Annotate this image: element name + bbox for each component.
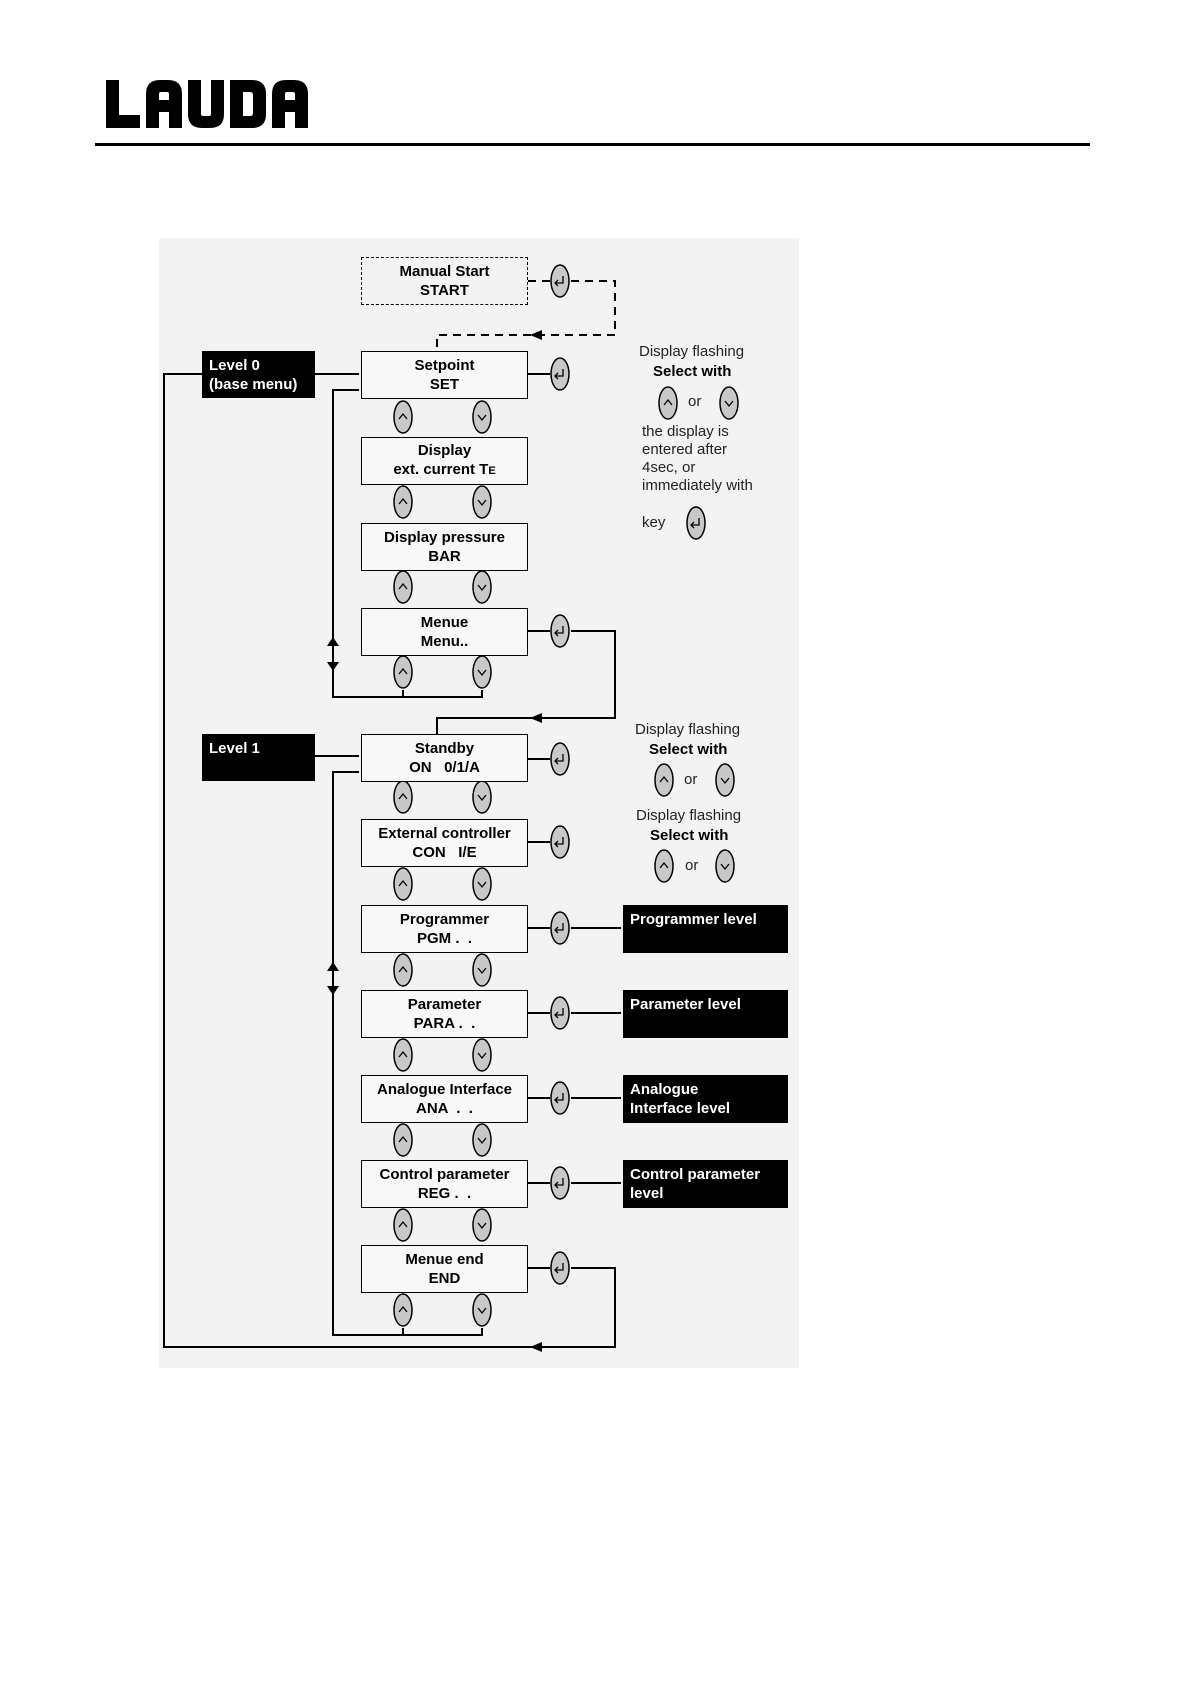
level0-label: Level 0 (base menu) (202, 351, 315, 398)
note0-entered3: 4sec, or (642, 459, 696, 476)
menu-box-line1: Menue end (405, 1251, 484, 1268)
menu-box-setpoint: Setpoint SET (361, 351, 528, 399)
note0-entered2: entered after (642, 441, 728, 458)
sublevel-analogue-interface: Analogue Interface level (623, 1075, 788, 1123)
note1a-flashing: Display flashing (635, 721, 741, 738)
note1b-or: or (685, 857, 699, 874)
menu-box-parameter: Parameter PARA . . (361, 990, 528, 1038)
note0-entered1: the display is (642, 423, 729, 440)
menu-box-analogue-interface: Analogue Interface ANA . . (361, 1075, 528, 1123)
menu-box-line2: BAR (428, 548, 461, 565)
sublevel-line1: Analogue (630, 1081, 699, 1098)
menu-box-line2: REG . . (417, 1185, 472, 1202)
note0-select: Select with (653, 363, 732, 380)
manual-start-line1: Manual Start (399, 263, 490, 280)
menu-box-line1: Display pressure (384, 529, 505, 546)
menu-box-line2: CON I/E (412, 844, 477, 861)
sublevel-line1: Parameter level (630, 996, 741, 1013)
level1-label: Level 1 (202, 734, 315, 781)
menu-box-control-parameter: Control parameter REG . . (361, 1160, 528, 1208)
menu-box-line1: Control parameter (379, 1166, 510, 1183)
sublevel-parameter: Parameter level (623, 990, 788, 1038)
note0-flashing: Display flashing (639, 343, 745, 360)
sublevel-line1: Control parameter (630, 1166, 761, 1183)
note0-or: or (688, 393, 702, 410)
menu-box-display-temp: Display ext. current TE (361, 437, 528, 485)
menu-box-line1: Analogue Interface (376, 1081, 513, 1098)
menu-box-line2-main: ext. current T (393, 461, 489, 478)
menu-box-line1: Setpoint (414, 357, 475, 374)
menu-box-line2: PARA . . (413, 1015, 476, 1032)
menu-box-line2: END (428, 1270, 461, 1287)
note0-entered4: immediately with (642, 477, 753, 494)
menu-box-external-controller: External controller CON I/E (361, 819, 528, 867)
lauda-logo (106, 80, 308, 128)
sublevel-control-parameter: Control parameter level (623, 1160, 788, 1208)
menu-box-line2: ext. current TE (393, 460, 495, 481)
level0-label-line2: (base menu) (209, 376, 298, 393)
menu-box-line2: ON 0/1/A (409, 759, 480, 776)
level0-label-line1: Level 0 (209, 357, 260, 374)
note1a-or: or (684, 771, 698, 788)
menu-box-line1: Parameter (407, 996, 482, 1013)
menu-box-line2-subscript: E (488, 465, 496, 477)
note1b-select: Select with (650, 827, 729, 844)
sublevel-programmer: Programmer level (623, 905, 788, 953)
header-rule (95, 143, 1090, 146)
sublevel-line2: Interface level (630, 1100, 731, 1117)
menu-box-line1: Display (417, 442, 472, 459)
menu-box-line1: Menue (420, 614, 469, 631)
note1a-select: Select with (649, 741, 728, 758)
level1-label-line1: Level 1 (209, 740, 260, 757)
menu-box-line2: Menu.. (420, 633, 469, 650)
menu-box-display-pressure: Display pressure BAR (361, 523, 528, 571)
menu-box-menue: Menue Menu.. (361, 608, 528, 656)
menu-box-line2: PGM . . (416, 930, 472, 947)
menu-box-line1: External controller (378, 825, 511, 842)
note1b-flashing: Display flashing (636, 807, 742, 824)
manual-start-box: Manual Start START (361, 257, 528, 305)
sublevel-line2: level (630, 1185, 664, 1202)
menu-box-menue-end: Menue end END (361, 1245, 528, 1293)
menu-box-line1: Programmer (399, 911, 490, 928)
menu-box-line2: SET (429, 376, 460, 393)
menu-box-programmer: Programmer PGM . . (361, 905, 528, 953)
menu-box-line1: Standby (414, 740, 475, 757)
sublevel-line1: Programmer level (630, 911, 757, 928)
note0-key: key (642, 514, 666, 531)
menu-box-line2: ANA . . (416, 1100, 473, 1117)
menu-box-standby: Standby ON 0/1/A (361, 734, 528, 782)
manual-start-line2: START (420, 282, 469, 299)
